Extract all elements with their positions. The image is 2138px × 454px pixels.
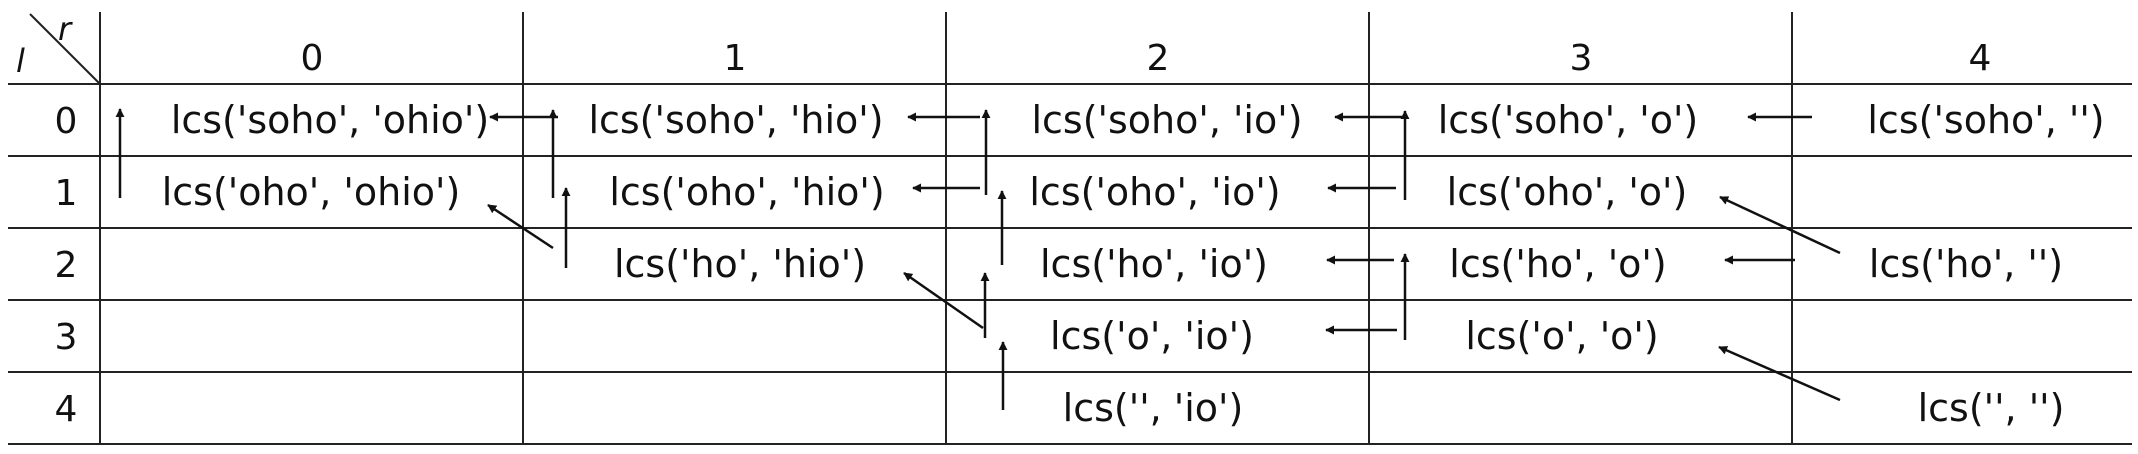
cell-3-2: lcs('o', 'io') bbox=[1050, 314, 1254, 358]
cell-0-2: lcs('soho', 'io') bbox=[1031, 98, 1302, 142]
row-header-0: 0 bbox=[55, 101, 78, 142]
cell-1-0: lcs('oho', 'ohio') bbox=[162, 170, 461, 214]
column-header-2: 2 bbox=[1147, 38, 1170, 79]
row-header-2: 2 bbox=[55, 245, 78, 286]
corner-col-axis-label: r bbox=[58, 10, 73, 48]
cell-0-0: lcs('soho', 'ohio') bbox=[171, 98, 489, 142]
arrow-diag-r3-c2 bbox=[903, 271, 984, 330]
corner-diagonal bbox=[29, 13, 101, 85]
cell-0-3: lcs('soho', 'o') bbox=[1438, 98, 1698, 142]
row-headers: 0 1 2 3 4 bbox=[55, 101, 78, 430]
arrow-diag-r4-c4 bbox=[1718, 345, 1841, 402]
arrow-diag-r2-c1 bbox=[487, 203, 554, 250]
cell-2-4: lcs('ho', '') bbox=[1869, 242, 2063, 286]
cell-0-1: lcs('soho', 'hio') bbox=[588, 98, 883, 142]
cell-2-1: lcs('ho', 'hio') bbox=[614, 242, 866, 286]
row-header-4: 4 bbox=[55, 389, 78, 430]
dependency-arrows bbox=[115, 108, 1841, 410]
cell-1-3: lcs('oho', 'o') bbox=[1447, 170, 1688, 214]
corner-row-axis-label: l bbox=[16, 42, 25, 80]
arrow-diag-r2-c4 bbox=[1719, 195, 1841, 255]
cell-2-3: lcs('ho', 'o') bbox=[1449, 242, 1666, 286]
row-header-3: 3 bbox=[55, 317, 78, 358]
cell-1-2: lcs('oho', 'io') bbox=[1029, 170, 1280, 214]
column-headers: 0 1 2 3 4 bbox=[301, 38, 1992, 79]
cell-labels: lcs('soho', 'ohio') lcs('soho', 'hio') l… bbox=[162, 98, 2105, 430]
cell-4-4: lcs('', '') bbox=[1918, 386, 2065, 430]
column-header-4: 4 bbox=[1969, 38, 1992, 79]
column-header-0: 0 bbox=[301, 38, 324, 79]
table-grid bbox=[8, 12, 2132, 445]
cell-4-2: lcs('', 'io') bbox=[1063, 386, 1244, 430]
cell-0-4: lcs('soho', '') bbox=[1867, 98, 2104, 142]
cell-2-2: lcs('ho', 'io') bbox=[1040, 242, 1268, 286]
column-header-1: 1 bbox=[724, 38, 747, 79]
column-header-3: 3 bbox=[1570, 38, 1593, 79]
cell-3-3: lcs('o', 'o') bbox=[1465, 314, 1658, 358]
cell-1-1: lcs('oho', 'hio') bbox=[609, 170, 884, 214]
row-header-1: 1 bbox=[55, 173, 78, 214]
